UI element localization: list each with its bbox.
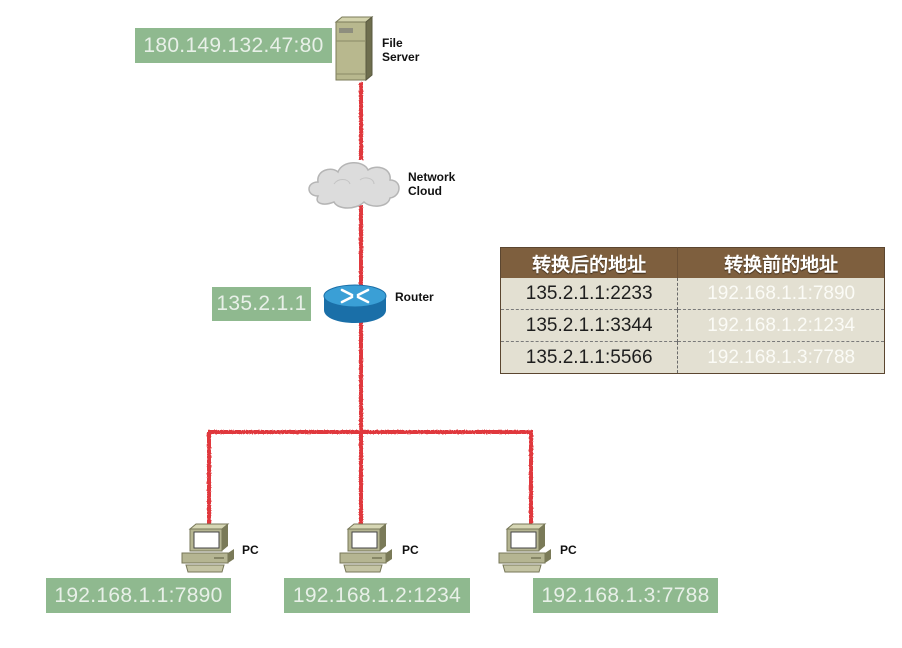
network-cloud-label-line2: Cloud (408, 184, 442, 198)
table-row: 135.2.1.1:5566 192.168.1.3:7788 (500, 341, 885, 374)
pc-3-address: 192.168.1.3:7788 (533, 578, 718, 613)
pc-2-address: 192.168.1.2:1234 (284, 578, 470, 613)
router-icon (323, 284, 387, 323)
router-label: Router (395, 290, 434, 304)
network-cloud-label: Network Cloud (408, 170, 455, 198)
file-server-icon (334, 16, 374, 82)
nat-table-header-row: 转换后的地址 转换前的地址 (500, 247, 885, 278)
network-cloud-label-line1: Network (408, 170, 456, 184)
file-server-label: File Server (382, 36, 419, 64)
nat-translation-table: 转换后的地址 转换前的地址 135.2.1.1:2233 192.168.1.1… (500, 247, 885, 374)
pc-3-label: PC (560, 543, 577, 557)
column-header-translated-address: 转换后的地址 (500, 247, 678, 278)
pc-icon (181, 523, 234, 573)
original-address-cell: 192.168.1.1:7890 (677, 278, 885, 310)
pc-2-label: PC (402, 543, 419, 557)
router-address: 135.2.1.1 (212, 287, 311, 321)
translated-address-cell: 135.2.1.1:5566 (500, 341, 678, 374)
table-row: 135.2.1.1:3344 192.168.1.2:1234 (500, 309, 885, 342)
pc-1-address: 192.168.1.1:7890 (46, 578, 231, 613)
table-row: 135.2.1.1:2233 192.168.1.1:7890 (500, 278, 885, 310)
original-address-cell: 192.168.1.2:1234 (677, 309, 885, 342)
translated-address-cell: 135.2.1.1:3344 (500, 309, 678, 342)
file-server-label-line2: Server (382, 50, 420, 64)
translated-address-cell: 135.2.1.1:2233 (500, 278, 678, 310)
pc-1-label: PC (242, 543, 259, 557)
pc-icon (339, 523, 392, 573)
file-server-label-line1: File (382, 36, 403, 50)
pc-icon (498, 523, 551, 573)
original-address-cell: 192.168.1.3:7788 (677, 341, 885, 374)
cloud-icon (308, 162, 400, 209)
file-server-address: 180.149.132.47:80 (135, 28, 332, 63)
column-header-original-address: 转换前的地址 (677, 247, 885, 278)
